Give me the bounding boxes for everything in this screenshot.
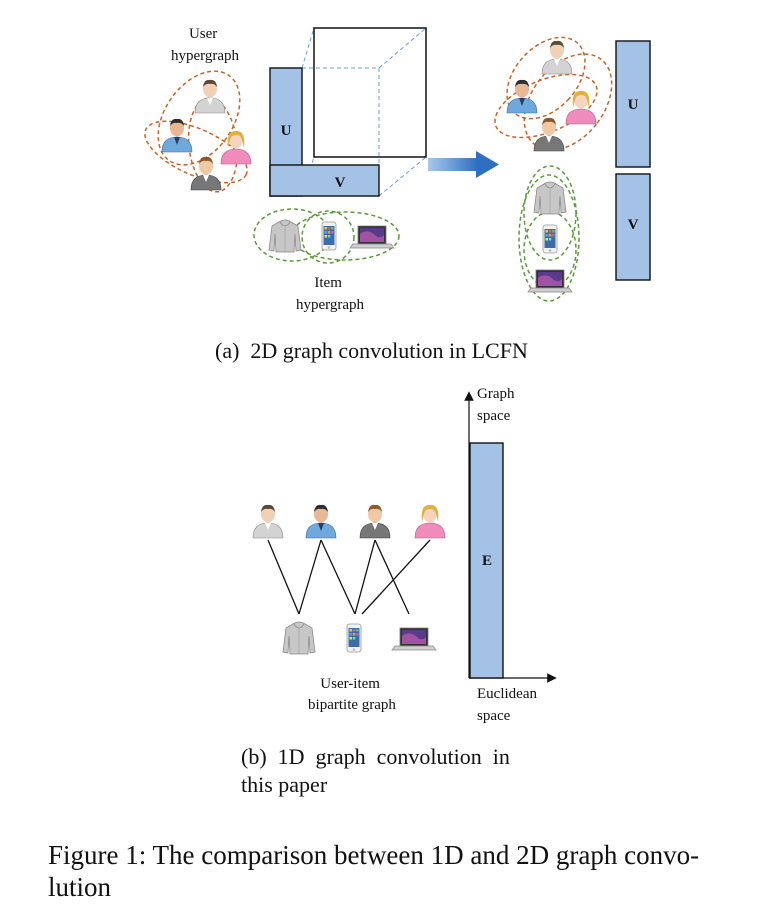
figure-b: Graph space Euclidean space E User- (241, 386, 557, 797)
phone-icon (542, 224, 558, 254)
matrix-u-right (615, 40, 651, 168)
matrix-u-label-left: U (281, 123, 292, 139)
matrix-e-label: E (482, 553, 492, 569)
hoodie-icon (282, 621, 316, 655)
matrix-u-label-right: U (628, 97, 639, 113)
laptop-icon (391, 627, 437, 651)
hoodie-icon (533, 181, 567, 215)
figure-a: User hypergraph U V (144, 26, 651, 363)
user-dark-icon (533, 117, 565, 152)
user-grey-icon (252, 504, 284, 539)
user-blue-icon (305, 504, 337, 539)
bipartite-edges (267, 539, 431, 615)
user-dark-icon (359, 504, 391, 539)
interaction-tensor-cube (301, 27, 427, 197)
figure-caption: Figure 1: The comparison between 1D and … (48, 840, 706, 902)
matrix-v-right (615, 173, 651, 281)
phone-icon (346, 623, 362, 653)
user-hyperedges-left (144, 70, 248, 193)
bipartite-graph-label: User-item bipartite graph (308, 676, 396, 713)
user-female-icon (414, 504, 446, 539)
caption-a: (a) 2D graph convolution in LCFN (215, 338, 528, 363)
laptop-icon (349, 225, 395, 249)
user-grey-icon (194, 79, 226, 114)
phone-icon (321, 221, 337, 251)
user-female-icon (565, 90, 597, 125)
hoodie-icon (268, 219, 302, 253)
user-hypergraph-label: User hypergraph (171, 26, 240, 64)
caption-b: (b) 1D graph convolution in this paper (241, 744, 510, 797)
matrix-v-left (269, 164, 380, 197)
matrix-e (469, 442, 504, 679)
user-blue-icon (506, 79, 538, 114)
item-hypergraph-label: Item hypergraph (296, 275, 365, 313)
graph-space-label: Graph space (477, 386, 518, 424)
euclidean-space-label: Euclidean space (477, 686, 541, 724)
user-blue-icon (161, 118, 193, 153)
laptop-icon (527, 269, 573, 293)
transform-arrow (428, 151, 499, 178)
user-female-icon (220, 130, 252, 165)
matrix-v-label-left: V (335, 175, 346, 191)
matrix-v-label-right: V (628, 217, 639, 233)
